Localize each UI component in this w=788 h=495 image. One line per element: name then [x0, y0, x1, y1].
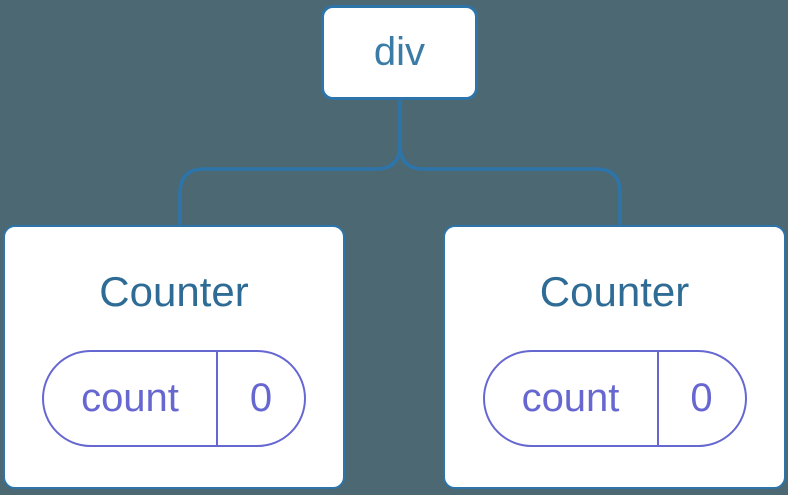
tree-node-counter-left: Counter count 0: [3, 225, 345, 489]
counter-title: Counter: [99, 268, 249, 315]
state-value: 0: [216, 352, 304, 445]
tree-node-root: div: [321, 5, 478, 100]
state-key: count: [81, 376, 179, 420]
state-value: 0: [656, 352, 745, 445]
state-key: count: [521, 376, 620, 420]
root-node-label: div: [373, 30, 426, 74]
tree-node-counter-right: Counter count 0: [443, 225, 786, 489]
connector-right-branch: [398, 100, 622, 226]
connector-left-branch: [178, 100, 402, 226]
counter-title: Counter: [539, 268, 690, 315]
state-badge: count 0: [42, 350, 306, 447]
state-badge: count 0: [482, 350, 747, 447]
